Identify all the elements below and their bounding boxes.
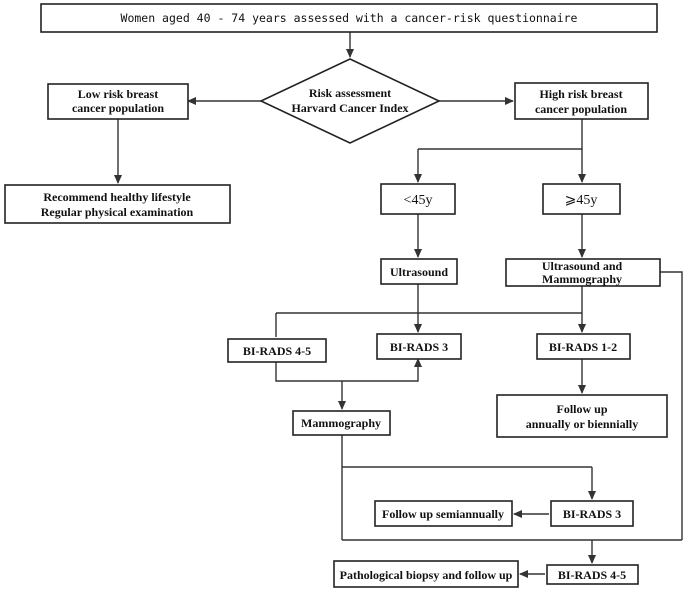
mammography-node: Mammography xyxy=(292,410,391,436)
line-us-mammo-right xyxy=(660,271,683,540)
mammography-label: Mammography xyxy=(301,416,381,430)
arrow-birads45-loop xyxy=(275,358,422,382)
risk-label-2: Harvard Cancer Index xyxy=(291,101,408,115)
risk-assessment-node: Risk assessment Harvard Cancer Index xyxy=(259,58,441,144)
biopsy-label: Pathological biopsy and follow up xyxy=(340,568,513,582)
risk-label-1: Risk assessment xyxy=(309,86,391,100)
followup-semi-node: Follow up semiannually xyxy=(374,500,513,527)
arrow-high-split xyxy=(418,119,583,150)
high-label-1: High risk breast xyxy=(539,87,622,101)
followup-semi-label: Follow up semiannually xyxy=(382,507,504,521)
biopsy-node: Pathological biopsy and follow up xyxy=(333,560,519,588)
low-label-1: Low risk breast xyxy=(78,87,158,101)
birads12-node: BI-RADS 1-2 xyxy=(536,333,631,360)
followup-node: Follow up annually or biennially xyxy=(496,394,668,438)
birads3-bottom-label: BI-RADS 3 xyxy=(563,507,621,521)
birads3-bottom-node: BI-RADS 3 xyxy=(550,500,634,527)
low-risk-node: Low risk breast cancer population xyxy=(47,83,189,120)
birads45-bottom-node: BI-RADS 4-5 xyxy=(546,564,639,585)
low-label-2: cancer population xyxy=(72,101,164,115)
lifestyle-label-1: Recommend healthy lifestyle xyxy=(43,190,191,204)
over45-node: ⩾45y xyxy=(542,183,621,215)
birads45-left-label: BI-RADS 4-5 xyxy=(243,344,311,358)
lifestyle-node: Recommend healthy lifestyle Regular phys… xyxy=(4,184,231,224)
us-mammo-node: Ultrasound and Mammography xyxy=(505,258,661,287)
start-label: Women aged 40 - 74 years assessed with a… xyxy=(121,11,578,25)
start-node: Women aged 40 - 74 years assessed with a… xyxy=(40,3,658,33)
high-risk-node: High risk breast cancer population xyxy=(514,82,649,120)
birads45-bottom-label: BI-RADS 4-5 xyxy=(558,568,626,582)
lifestyle-label-2: Regular physical examination xyxy=(41,205,194,219)
birads12-label: BI-RADS 1-2 xyxy=(549,340,617,354)
under45-label: <45y xyxy=(404,193,433,208)
birads3-top-node: BI-RADS 3 xyxy=(376,333,462,360)
us-mammo-label-2: Mammography xyxy=(542,272,622,286)
birads45-left-node: BI-RADS 4-5 xyxy=(227,338,327,363)
ultrasound-node: Ultrasound xyxy=(380,258,458,285)
high-label-2: cancer population xyxy=(535,102,627,116)
ultrasound-label: Ultrasound xyxy=(390,265,448,279)
us-mammo-label-1: Ultrasound and xyxy=(542,259,623,273)
birads3-top-label: BI-RADS 3 xyxy=(390,340,448,354)
connectors xyxy=(114,32,683,578)
followup-label-2: annually or biennially xyxy=(526,417,638,431)
followup-label-1: Follow up xyxy=(556,402,607,416)
over45-label: ⩾45y xyxy=(565,193,598,208)
under45-node: <45y xyxy=(380,183,456,215)
